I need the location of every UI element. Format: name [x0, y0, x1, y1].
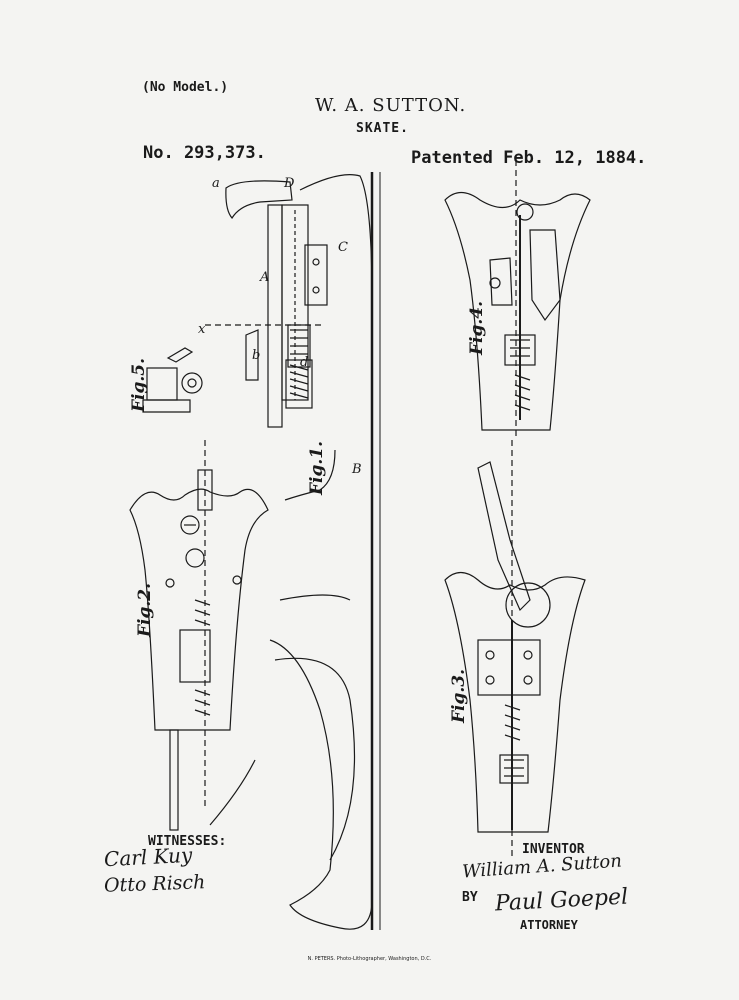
fig1-drawing — [205, 175, 372, 930]
fig4-label: Fig.4. — [467, 301, 487, 355]
fig5-drawing — [143, 348, 202, 412]
fig1-plate — [268, 205, 282, 427]
ref-letter-d: d — [300, 355, 308, 370]
ref-letter-b: b — [252, 348, 260, 363]
by-label: BY — [462, 890, 478, 905]
attorney-label: ATTORNEY — [520, 918, 578, 932]
ref-letter-D: D — [284, 176, 294, 191]
fig1-label: Fig.1. — [307, 441, 327, 495]
ref-letter-x: x — [198, 322, 205, 337]
ref-letter-B: B — [352, 462, 362, 477]
ref-letter-a: a — [212, 176, 220, 191]
fig3-drawing — [445, 440, 585, 860]
fig2-label: Fig.2. — [135, 583, 155, 637]
ref-letter-A: A — [260, 270, 269, 285]
fig3-label: Fig.3. — [449, 669, 469, 723]
witness-signature-2: Otto Risch — [104, 871, 206, 897]
ref-letter-C: C — [338, 240, 348, 255]
fig5-label: Fig.5. — [129, 358, 149, 412]
printer-footer: N. PETERS. Photo-Lithographer, Washingto… — [0, 956, 739, 962]
witness-signature-1: Carl Kuy — [103, 843, 192, 872]
